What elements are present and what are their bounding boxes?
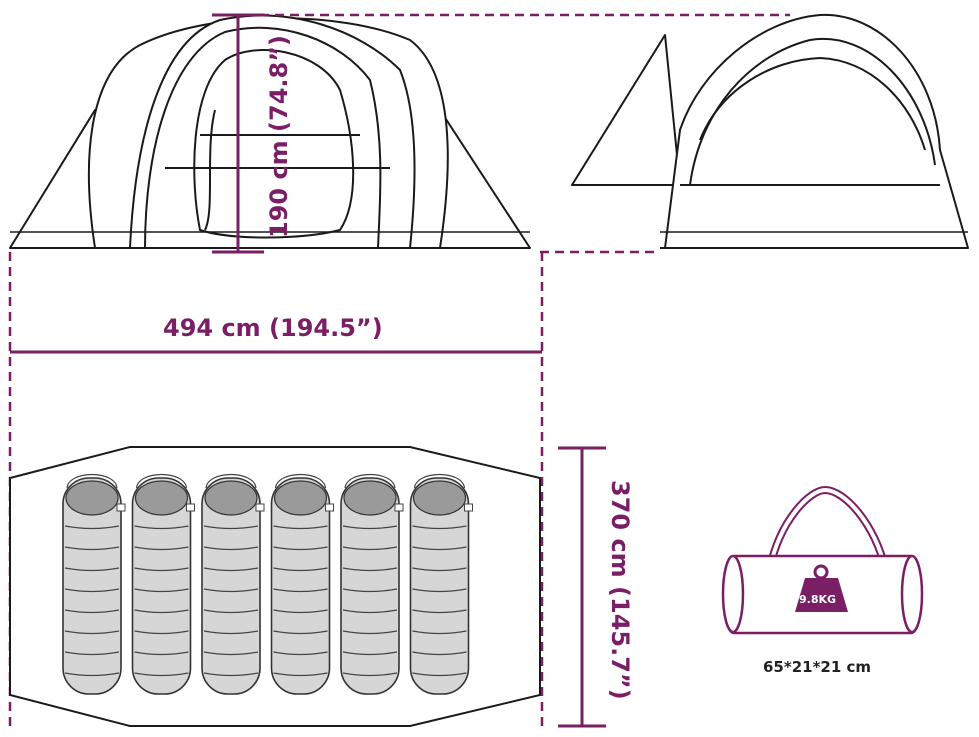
sleeping-bag [270, 473, 334, 695]
sleeping-bag [201, 473, 265, 695]
height-label: 190 cm (74.8”) [265, 35, 293, 238]
depth-label: 370 cm (145.7”) [606, 480, 634, 700]
tent-side-view [571, 13, 969, 249]
dimension-lines [8, 13, 790, 728]
sleeping-bags [62, 473, 473, 695]
sleeping-bag [131, 473, 195, 695]
tent-floor-plan [9, 446, 541, 727]
sleeping-bag [340, 473, 404, 695]
weight-icon [795, 564, 848, 612]
width-label: 494 cm (194.5”) [163, 314, 383, 342]
carry-bag [721, 485, 924, 635]
sleeping-bag [409, 473, 473, 695]
bag-size-label: 65*21*21 cm [763, 658, 872, 676]
sleeping-bag [62, 473, 126, 695]
bag-weight-label: 9.8KG [799, 593, 837, 606]
tent-front-view [9, 14, 531, 249]
